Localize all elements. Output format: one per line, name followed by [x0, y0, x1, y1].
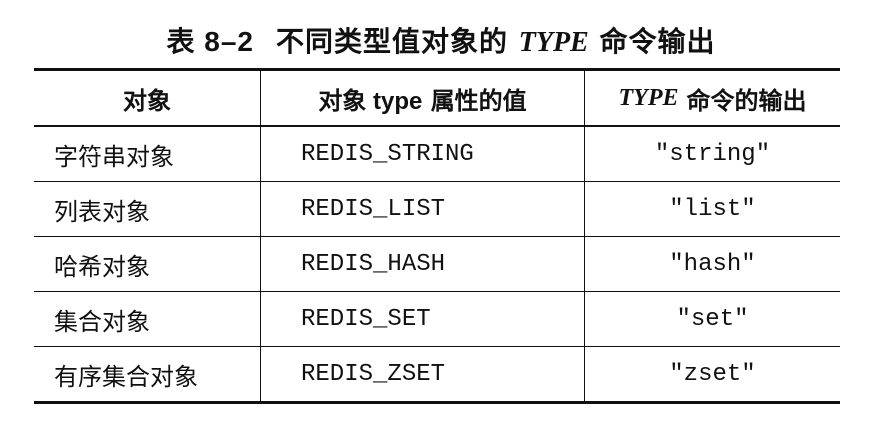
object-cell: 列表对象 [54, 197, 150, 226]
table-row: 有序集合对象 REDIS_ZSET "zset" [34, 346, 840, 401]
header-type-output-cn: 命令的输出 [686, 86, 807, 115]
table-row: 集合对象 REDIS_SET "set" [34, 291, 840, 346]
output-cell: "string" [584, 127, 840, 181]
type-value-cell: REDIS_HASH [260, 237, 584, 291]
caption-title-prefix: 不同类型值对象的 [275, 25, 508, 58]
object-cell: 集合对象 [54, 307, 150, 336]
table-header-row: 对象 对象 type 属性的值 TYPE 命令的输出 [34, 71, 840, 127]
object-cell: 哈希对象 [54, 252, 150, 281]
table-row: 字符串对象 REDIS_STRING "string" [34, 127, 840, 181]
header-type-output: TYPE 命令的输出 [584, 71, 840, 125]
header-type-property-en: 对象 type [318, 87, 423, 115]
type-value-cell: REDIS_SET [260, 292, 584, 346]
type-value-cell: REDIS_LIST [260, 182, 584, 236]
header-type-property: 对象 type 属性的值 [260, 71, 584, 125]
header-object-label: 对象 [123, 86, 171, 115]
output-cell: "set" [584, 292, 840, 346]
table-number: 表 8–2 [166, 26, 254, 57]
object-cell: 有序集合对象 [54, 362, 198, 391]
table-caption: 表 8–2 不同类型值对象的 TYPE 命令输出 [0, 20, 882, 60]
object-cell: 字符串对象 [54, 142, 174, 171]
header-type-word: TYPE [618, 84, 679, 111]
output-cell: "list" [584, 182, 840, 236]
type-output-table: 对象 对象 type 属性的值 TYPE 命令的输出 字符串对象 REDIS_ST… [34, 68, 840, 404]
output-cell: "hash" [584, 237, 840, 291]
header-type-property-cn: 属性的值 [430, 86, 527, 115]
table-row: 列表对象 REDIS_LIST "list" [34, 181, 840, 236]
header-object: 对象 [34, 71, 260, 125]
caption-title-suffix: 命令输出 [599, 25, 716, 58]
type-value-cell: REDIS_ZSET [260, 347, 584, 401]
type-value-cell: REDIS_STRING [260, 127, 584, 181]
table-row: 哈希对象 REDIS_HASH "hash" [34, 236, 840, 291]
output-cell: "zset" [584, 347, 840, 401]
caption-type-word: TYPE [518, 27, 589, 58]
